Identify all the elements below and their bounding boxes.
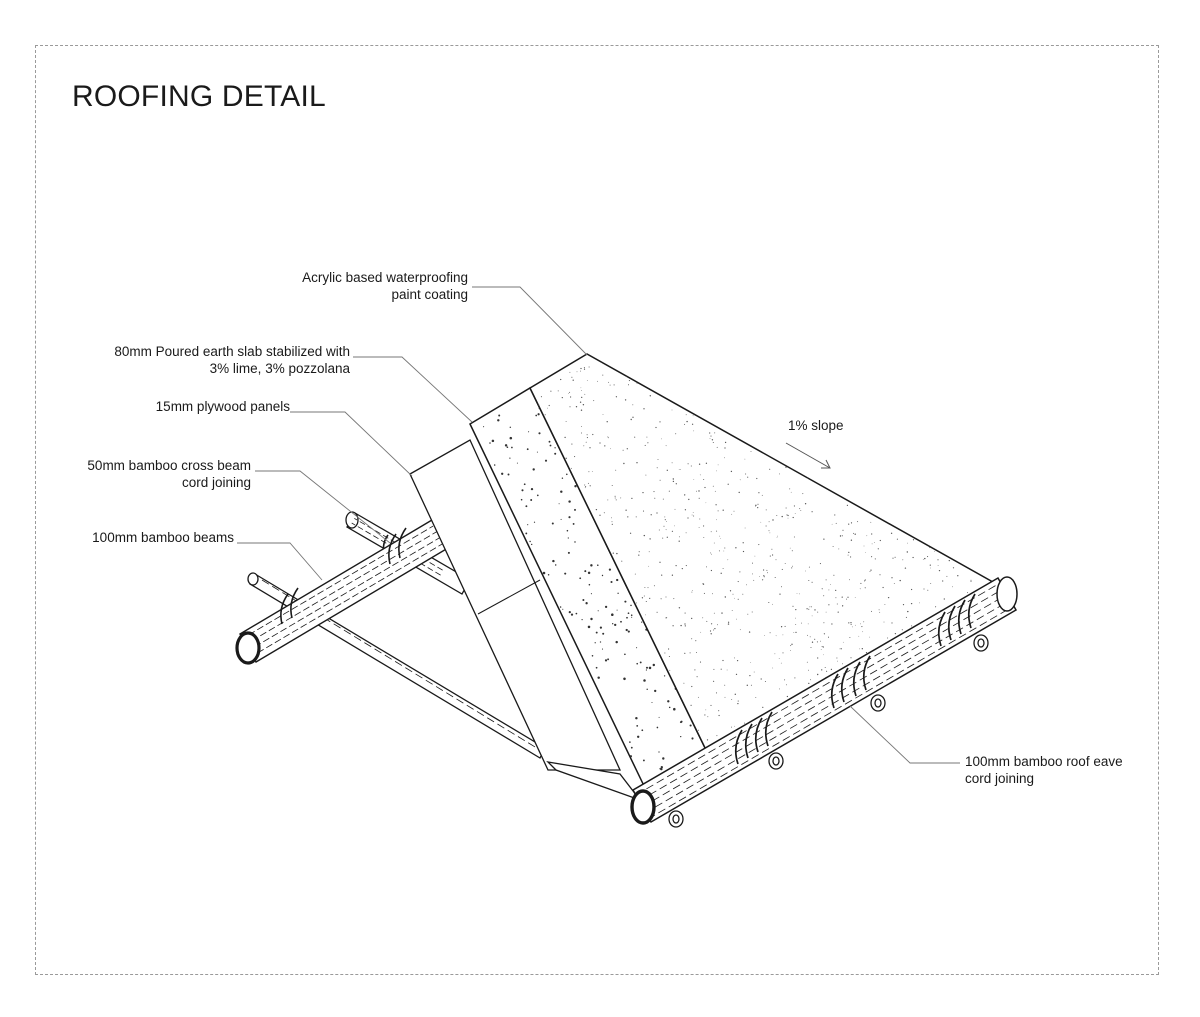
plywood-panel bbox=[409, 439, 642, 802]
drawing-frame bbox=[35, 45, 1159, 975]
leader-roof-eave bbox=[849, 705, 960, 764]
label-bamboo-beams: 100mm bamboo beams bbox=[92, 530, 234, 545]
leader-bamboo-beams bbox=[237, 542, 323, 581]
leader-lines bbox=[237, 286, 960, 764]
label-slope: 1% slope bbox=[788, 418, 844, 433]
leader-plywood bbox=[290, 411, 413, 477]
leader-cross-beam bbox=[255, 470, 391, 544]
leader-waterproofing bbox=[472, 286, 588, 356]
eave-cord-joints bbox=[734, 593, 976, 765]
bamboo-roof-eave bbox=[630, 576, 1018, 828]
eave-lower-bamboo-stubs bbox=[668, 634, 989, 828]
page-title: ROOFING DETAIL bbox=[72, 80, 326, 113]
slope-arrow bbox=[785, 442, 831, 469]
label-plywood: 15mm plywood panels bbox=[155, 399, 290, 414]
leader-earth-slab bbox=[353, 356, 473, 423]
